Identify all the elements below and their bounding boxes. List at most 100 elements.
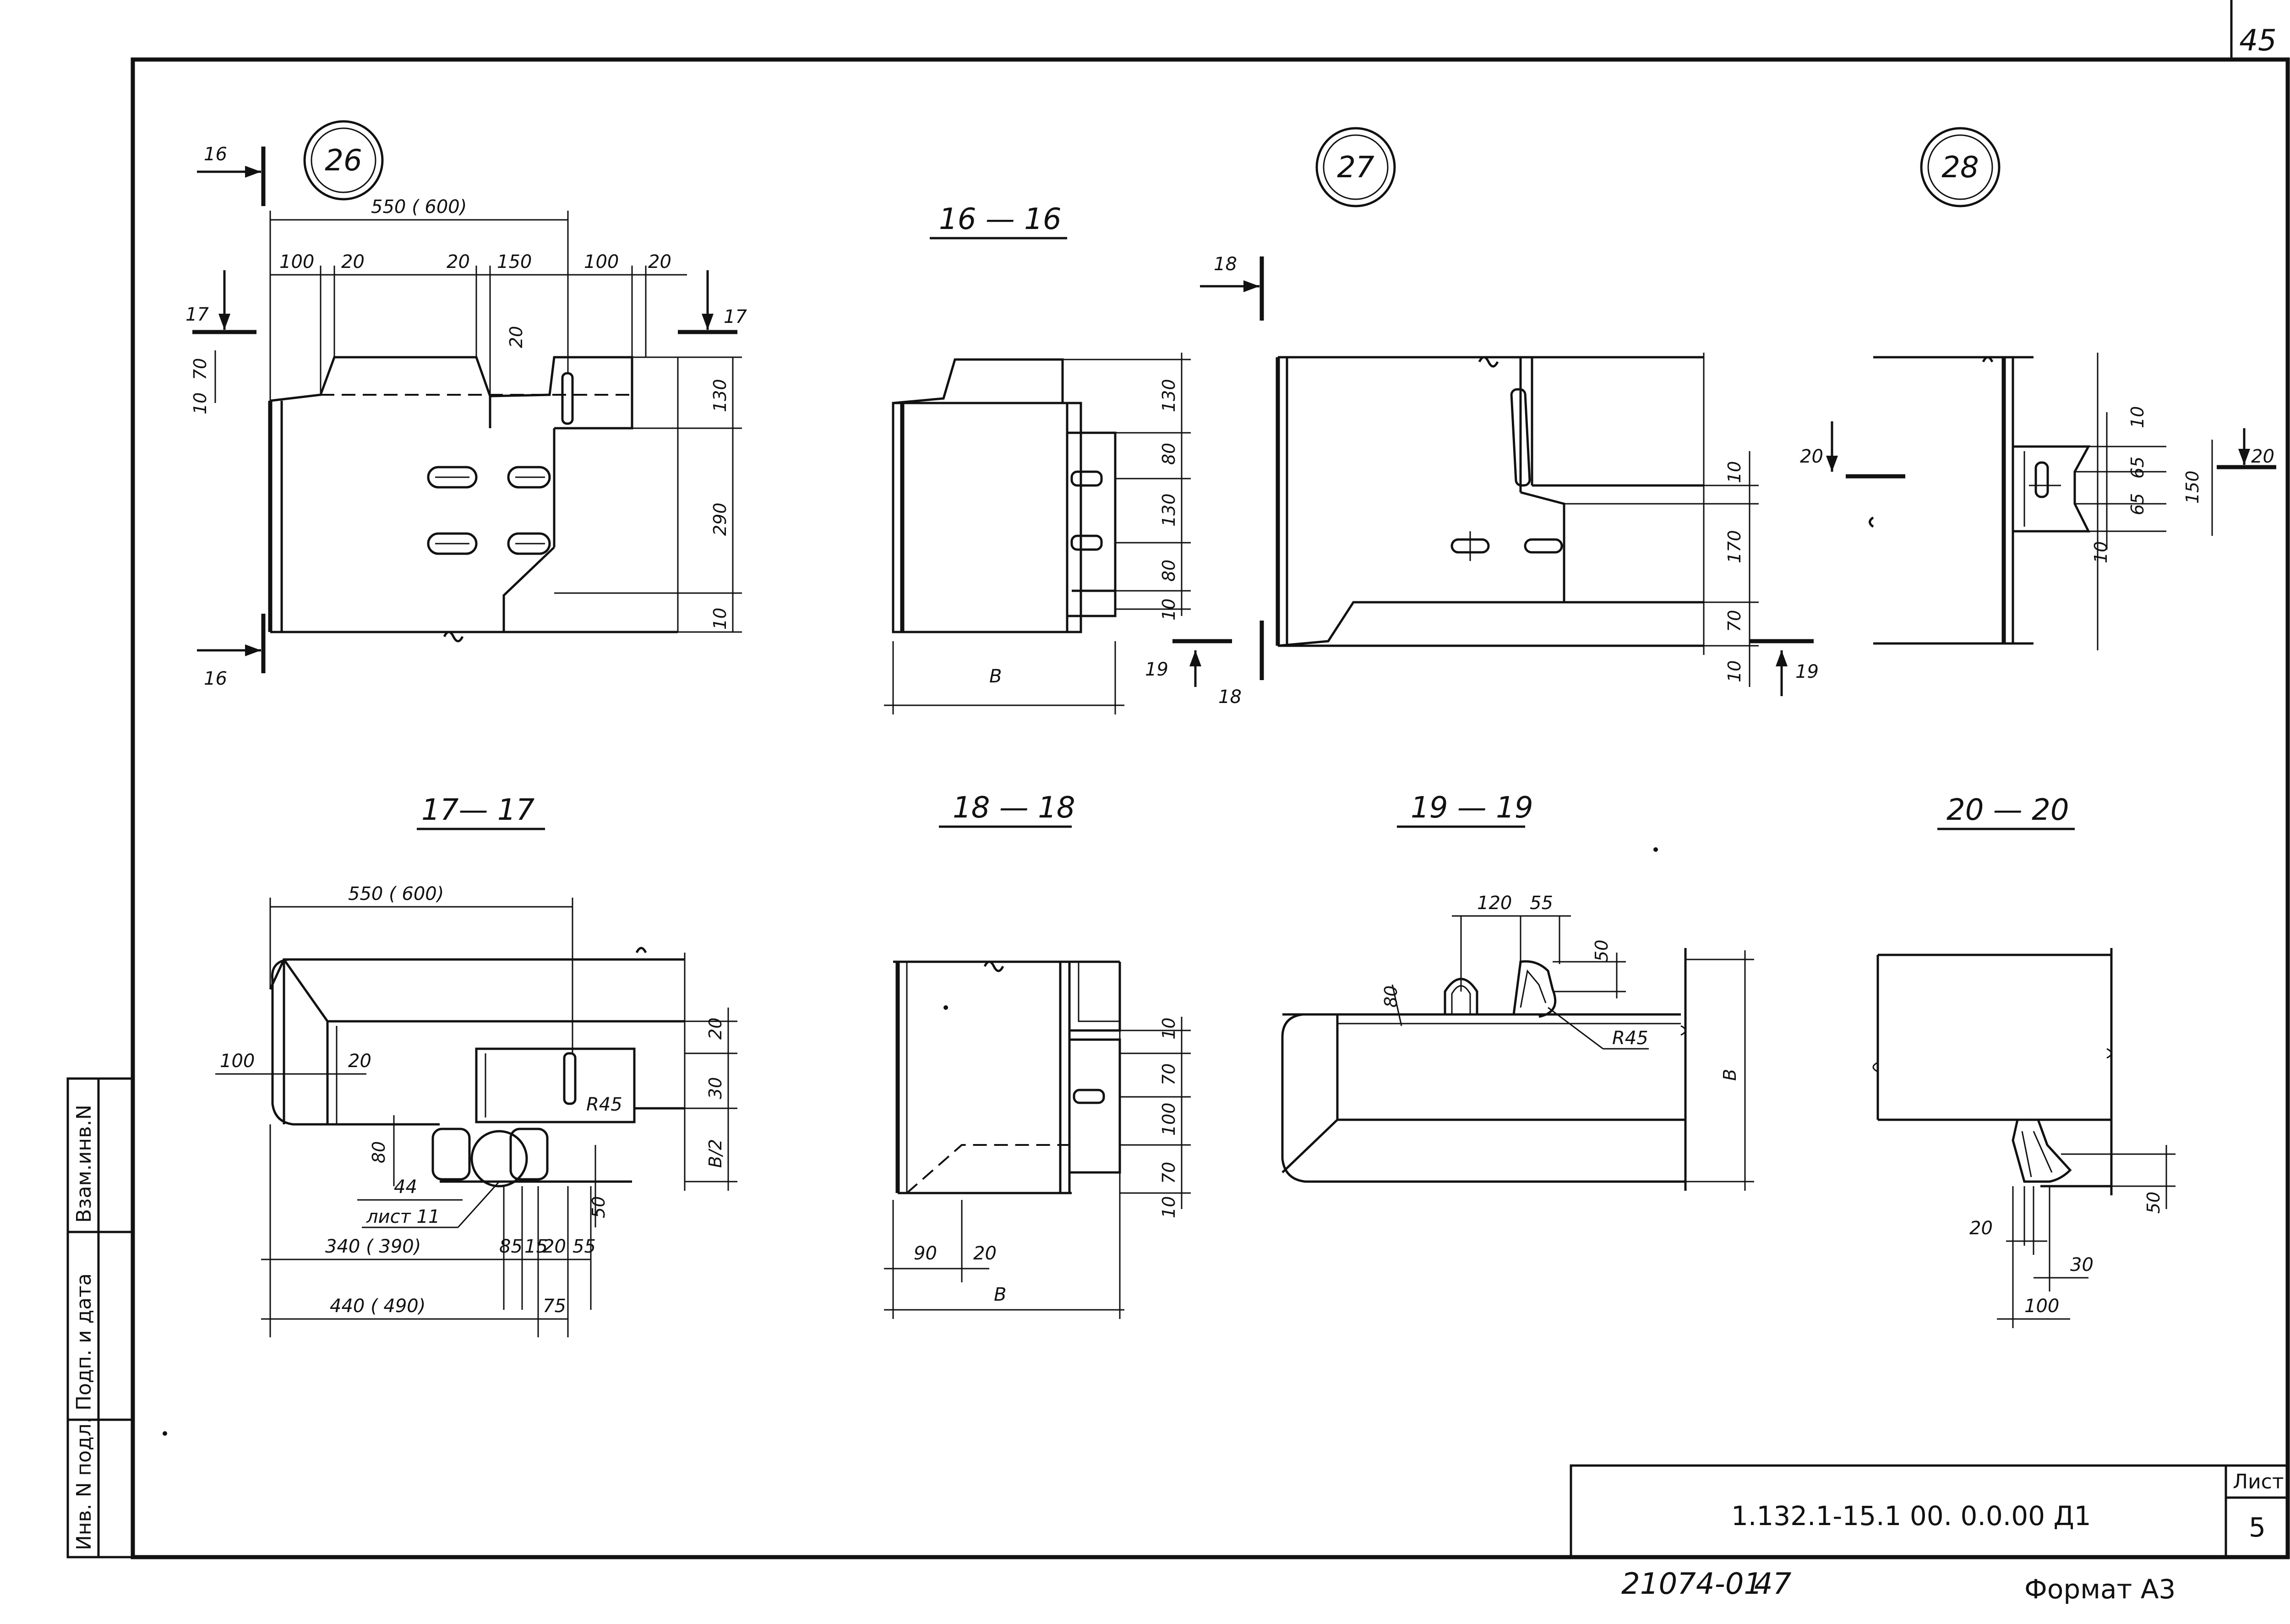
sheet-number: 5 bbox=[2249, 1512, 2266, 1543]
section-20-20: 20 — 20 50 20 30 100 bbox=[1872, 793, 2176, 1328]
dot-mark bbox=[163, 1431, 167, 1436]
callout-26: 26 bbox=[325, 144, 362, 178]
dim-28-65a: 65 bbox=[2127, 457, 2148, 479]
dim-1717-340: 340 ( 390) bbox=[325, 1236, 421, 1257]
dim-1717-r20: 20 bbox=[705, 1018, 725, 1040]
mark-18-bottom: 18 bbox=[1218, 687, 1242, 708]
dim-1616-80a: 80 bbox=[1159, 443, 1179, 465]
node-26: 26 16 16 17 17 550 ( 600) bbox=[185, 120, 747, 689]
footer-page: 47 bbox=[1754, 1567, 1792, 1601]
dim-1717-440: 440 ( 490) bbox=[330, 1296, 425, 1317]
dim-28-10b: 10 bbox=[2091, 541, 2111, 563]
dim-1919-height: B bbox=[1720, 1069, 1740, 1081]
dim-26-10: 10 bbox=[710, 608, 730, 630]
dim-26-20a: 20 bbox=[341, 251, 365, 272]
mark-16-top: 16 bbox=[204, 144, 227, 165]
dim-1717-44: 44 bbox=[394, 1177, 417, 1198]
dim-1919-55: 55 bbox=[1530, 893, 1553, 914]
dim-1818-width: B bbox=[994, 1284, 1006, 1305]
section-16-title: 16 — 16 bbox=[939, 202, 1062, 236]
section-18-title: 18 — 18 bbox=[953, 791, 1075, 825]
archive-number: 21074-01 bbox=[1621, 1567, 1762, 1601]
dim-1717-15: 15 bbox=[524, 1236, 548, 1257]
section-20-title: 20 — 20 bbox=[1946, 793, 2069, 827]
dim-2020-100: 100 bbox=[2024, 1296, 2059, 1317]
dim-27-70: 70 bbox=[1724, 610, 1745, 632]
dim-26-290: 290 bbox=[710, 502, 730, 536]
dim-27-170: 170 bbox=[1724, 530, 1745, 563]
dim-1616-130: 130 bbox=[1159, 379, 1179, 412]
dim-26-left70: 70 bbox=[190, 358, 210, 380]
dim-26-150: 150 bbox=[497, 251, 532, 272]
dim-26-20b: 20 bbox=[447, 251, 470, 272]
node-27: 27 18 18 19 19 10 170 70 bbox=[1145, 127, 1819, 708]
dim-1818-90: 90 bbox=[914, 1243, 937, 1264]
mark-19-left: 19 bbox=[1145, 659, 1168, 680]
dim-26-20v: 20 bbox=[506, 326, 526, 348]
dim-1717-75: 75 bbox=[543, 1296, 566, 1317]
mark-20-left: 20 bbox=[1800, 446, 1823, 467]
callout-27: 27 bbox=[1337, 151, 1374, 185]
dim-1818-100: 100 bbox=[1159, 1102, 1179, 1136]
mark-17-left: 17 bbox=[185, 304, 209, 325]
mark-17-right: 17 bbox=[724, 306, 747, 327]
dim-1919-80: 80 bbox=[1381, 986, 1401, 1008]
dim-1616-10: 10 bbox=[1159, 599, 1179, 621]
dim-26-20c: 20 bbox=[648, 251, 671, 272]
dim-1717-100: 100 bbox=[220, 1051, 255, 1072]
dim-1717-80: 80 bbox=[369, 1141, 389, 1163]
dim-26-100b: 100 bbox=[584, 251, 619, 272]
dim-1717-overall: 550 ( 600) bbox=[348, 883, 444, 905]
dim-1818-10a: 10 bbox=[1159, 1018, 1179, 1040]
format-label: Формат А3 bbox=[2024, 1574, 2176, 1605]
dim-2020-20: 20 bbox=[1969, 1218, 1993, 1239]
dim-1616-width: B bbox=[989, 666, 1002, 687]
mark-20-right: 20 bbox=[2251, 446, 2274, 467]
sheet-frame bbox=[131, 0, 2290, 1559]
dim-1616-130b: 130 bbox=[1159, 493, 1179, 527]
dim-1717-r30: 30 bbox=[705, 1077, 725, 1099]
dim-26-overall: 550 ( 600) bbox=[371, 196, 467, 218]
mark-19-right: 19 bbox=[1795, 661, 1819, 682]
dim-1818-10b: 10 bbox=[1159, 1196, 1179, 1218]
doc-code: 1.132.1-15.1 00. 0.0.00 Д1 bbox=[1731, 1500, 2091, 1531]
section-18-18: 18 — 18 10 70 100 70 10 90 20 B bbox=[884, 791, 1191, 1319]
dim-28-65b: 65 bbox=[2127, 493, 2148, 515]
dim-1818-70a: 70 bbox=[1159, 1063, 1179, 1085]
sheet-ref: лист 11 bbox=[366, 1206, 440, 1227]
dim-28-10a: 10 bbox=[2127, 406, 2148, 428]
dot-mark bbox=[943, 1005, 948, 1010]
sheet-label: Лист bbox=[2233, 1470, 2284, 1493]
dim-27-10b: 10 bbox=[1724, 660, 1745, 682]
dim-1818-20: 20 bbox=[973, 1243, 997, 1264]
dim-1717-55: 55 bbox=[572, 1236, 596, 1257]
page-number: 45 bbox=[2239, 24, 2276, 58]
dim-1717-20b: 20 bbox=[543, 1236, 566, 1257]
section-17-17: 17— 17 550 ( 600) 100 20 R45 20 30 bbox=[215, 793, 737, 1337]
dim-1616-80b: 80 bbox=[1159, 560, 1179, 582]
dim-1717-rB2: B/2 bbox=[705, 1139, 725, 1168]
dim-26-100a: 100 bbox=[279, 251, 314, 272]
section-17-title: 17— 17 bbox=[421, 793, 535, 827]
stamp-orig-inv: Инв. N подл. bbox=[72, 1417, 96, 1550]
section-19-19: 19 — 19 B 120 55 50 80 R45 bbox=[1281, 791, 1754, 1191]
title-block: 1.132.1-15.1 00. 0.0.00 Д1 Лист 5 bbox=[1570, 1464, 2289, 1559]
dim-1919-120: 120 bbox=[1477, 893, 1512, 914]
node-28: 28 20 20 10 65 65 10 150 bbox=[1800, 127, 2276, 650]
dim-26-130: 130 bbox=[710, 379, 730, 412]
dim-27-10a: 10 bbox=[1724, 461, 1745, 483]
mark-16-bottom: 16 bbox=[204, 668, 227, 689]
dim-1919-r45: R45 bbox=[1612, 1028, 1648, 1049]
callout-28: 28 bbox=[1941, 151, 1979, 185]
dim-2020-30: 30 bbox=[2070, 1254, 2094, 1275]
dim-26-left10: 10 bbox=[190, 392, 210, 414]
dim-1717-r45: R45 bbox=[586, 1094, 622, 1115]
dim-1717-20: 20 bbox=[348, 1051, 371, 1072]
section-16-16: 16 — 16 130 80 130 80 10 B bbox=[884, 202, 1191, 714]
dim-1717-85: 85 bbox=[499, 1236, 523, 1257]
dim-1717-50: 50 bbox=[589, 1196, 609, 1218]
dim-1919-50: 50 bbox=[1592, 940, 1612, 962]
dim-28-150: 150 bbox=[2182, 470, 2203, 504]
dot-mark bbox=[1653, 847, 1658, 852]
